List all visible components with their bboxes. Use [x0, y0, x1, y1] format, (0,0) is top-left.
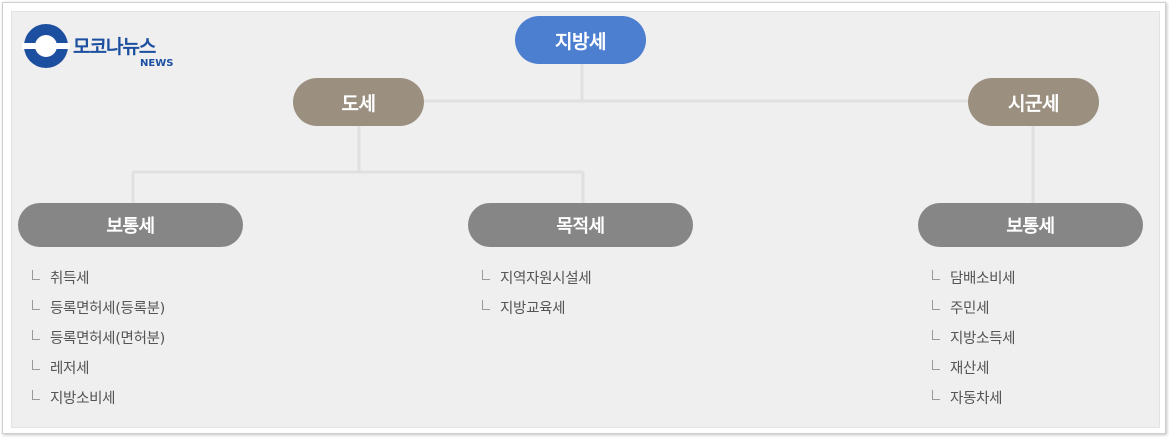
list-sigunse-general: 담배소비세 주민세 지방소득세 재산세 자동차세	[932, 264, 1016, 414]
node-doseh: 도세	[293, 78, 424, 126]
news-logo: 모코나뉴스 NEWS	[22, 22, 182, 74]
list-doseh-general: 취득세 등록면허세(등록분) 등록면허세(면허분) 레저세 지방소비세	[32, 264, 165, 414]
list-item: 담배소비세	[932, 264, 1016, 294]
list-item-label: 지방소득세	[950, 331, 1016, 347]
list-item: 등록면허세(면허분)	[32, 324, 165, 354]
branch-icon	[932, 300, 940, 310]
list-item: 지역자원시설세	[482, 264, 592, 294]
list-item-label: 주민세	[950, 301, 990, 317]
branch-icon	[932, 330, 940, 340]
list-item-label: 등록면허세(등록분)	[50, 301, 166, 317]
list-item-label: 담배소비세	[950, 271, 1016, 287]
branch-icon	[32, 360, 40, 370]
branch-icon	[932, 360, 940, 370]
list-item: 자동차세	[932, 384, 1015, 414]
logo-subtext: NEWS	[140, 58, 174, 69]
branch-icon	[482, 270, 490, 280]
list-item-label: 취득세	[50, 271, 90, 287]
node-doseh-general: 보통세	[18, 203, 243, 247]
list-item: 취득세	[32, 264, 165, 294]
node-root: 지방세	[515, 16, 646, 64]
list-doseh-purpose: 지역자원시설세 지방교육세	[482, 264, 592, 324]
node-sigunse: 시군세	[968, 78, 1099, 126]
list-item-label: 지방교육세	[500, 301, 566, 317]
list-item-label: 등록면허세(면허분)	[50, 331, 166, 347]
node-doseh-purpose: 목적세	[468, 203, 693, 247]
list-item: 등록면허세(등록분)	[32, 294, 165, 324]
branch-icon	[32, 330, 40, 340]
branch-icon	[482, 300, 490, 310]
branch-icon	[932, 390, 940, 400]
branch-icon	[32, 390, 40, 400]
list-item: 레저세	[32, 354, 165, 384]
list-item: 지방소비세	[32, 384, 165, 414]
list-item-label: 재산세	[950, 361, 990, 377]
branch-icon	[32, 270, 40, 280]
list-item-label: 자동차세	[950, 391, 1003, 407]
logo-ring-icon	[22, 24, 70, 68]
node-sigunse-general: 보통세	[918, 203, 1143, 247]
list-item-label: 지역자원시설세	[500, 271, 592, 287]
list-item-label: 레저세	[50, 361, 90, 377]
list-item-label: 지방소비세	[50, 391, 116, 407]
logo-name: 모코나뉴스	[73, 36, 156, 58]
list-item: 주민세	[932, 294, 1015, 324]
branch-icon	[32, 300, 40, 310]
list-item: 지방교육세	[482, 294, 591, 324]
list-item: 지방소득세	[932, 324, 1016, 354]
branch-icon	[932, 270, 940, 280]
list-item: 재산세	[932, 354, 1015, 384]
